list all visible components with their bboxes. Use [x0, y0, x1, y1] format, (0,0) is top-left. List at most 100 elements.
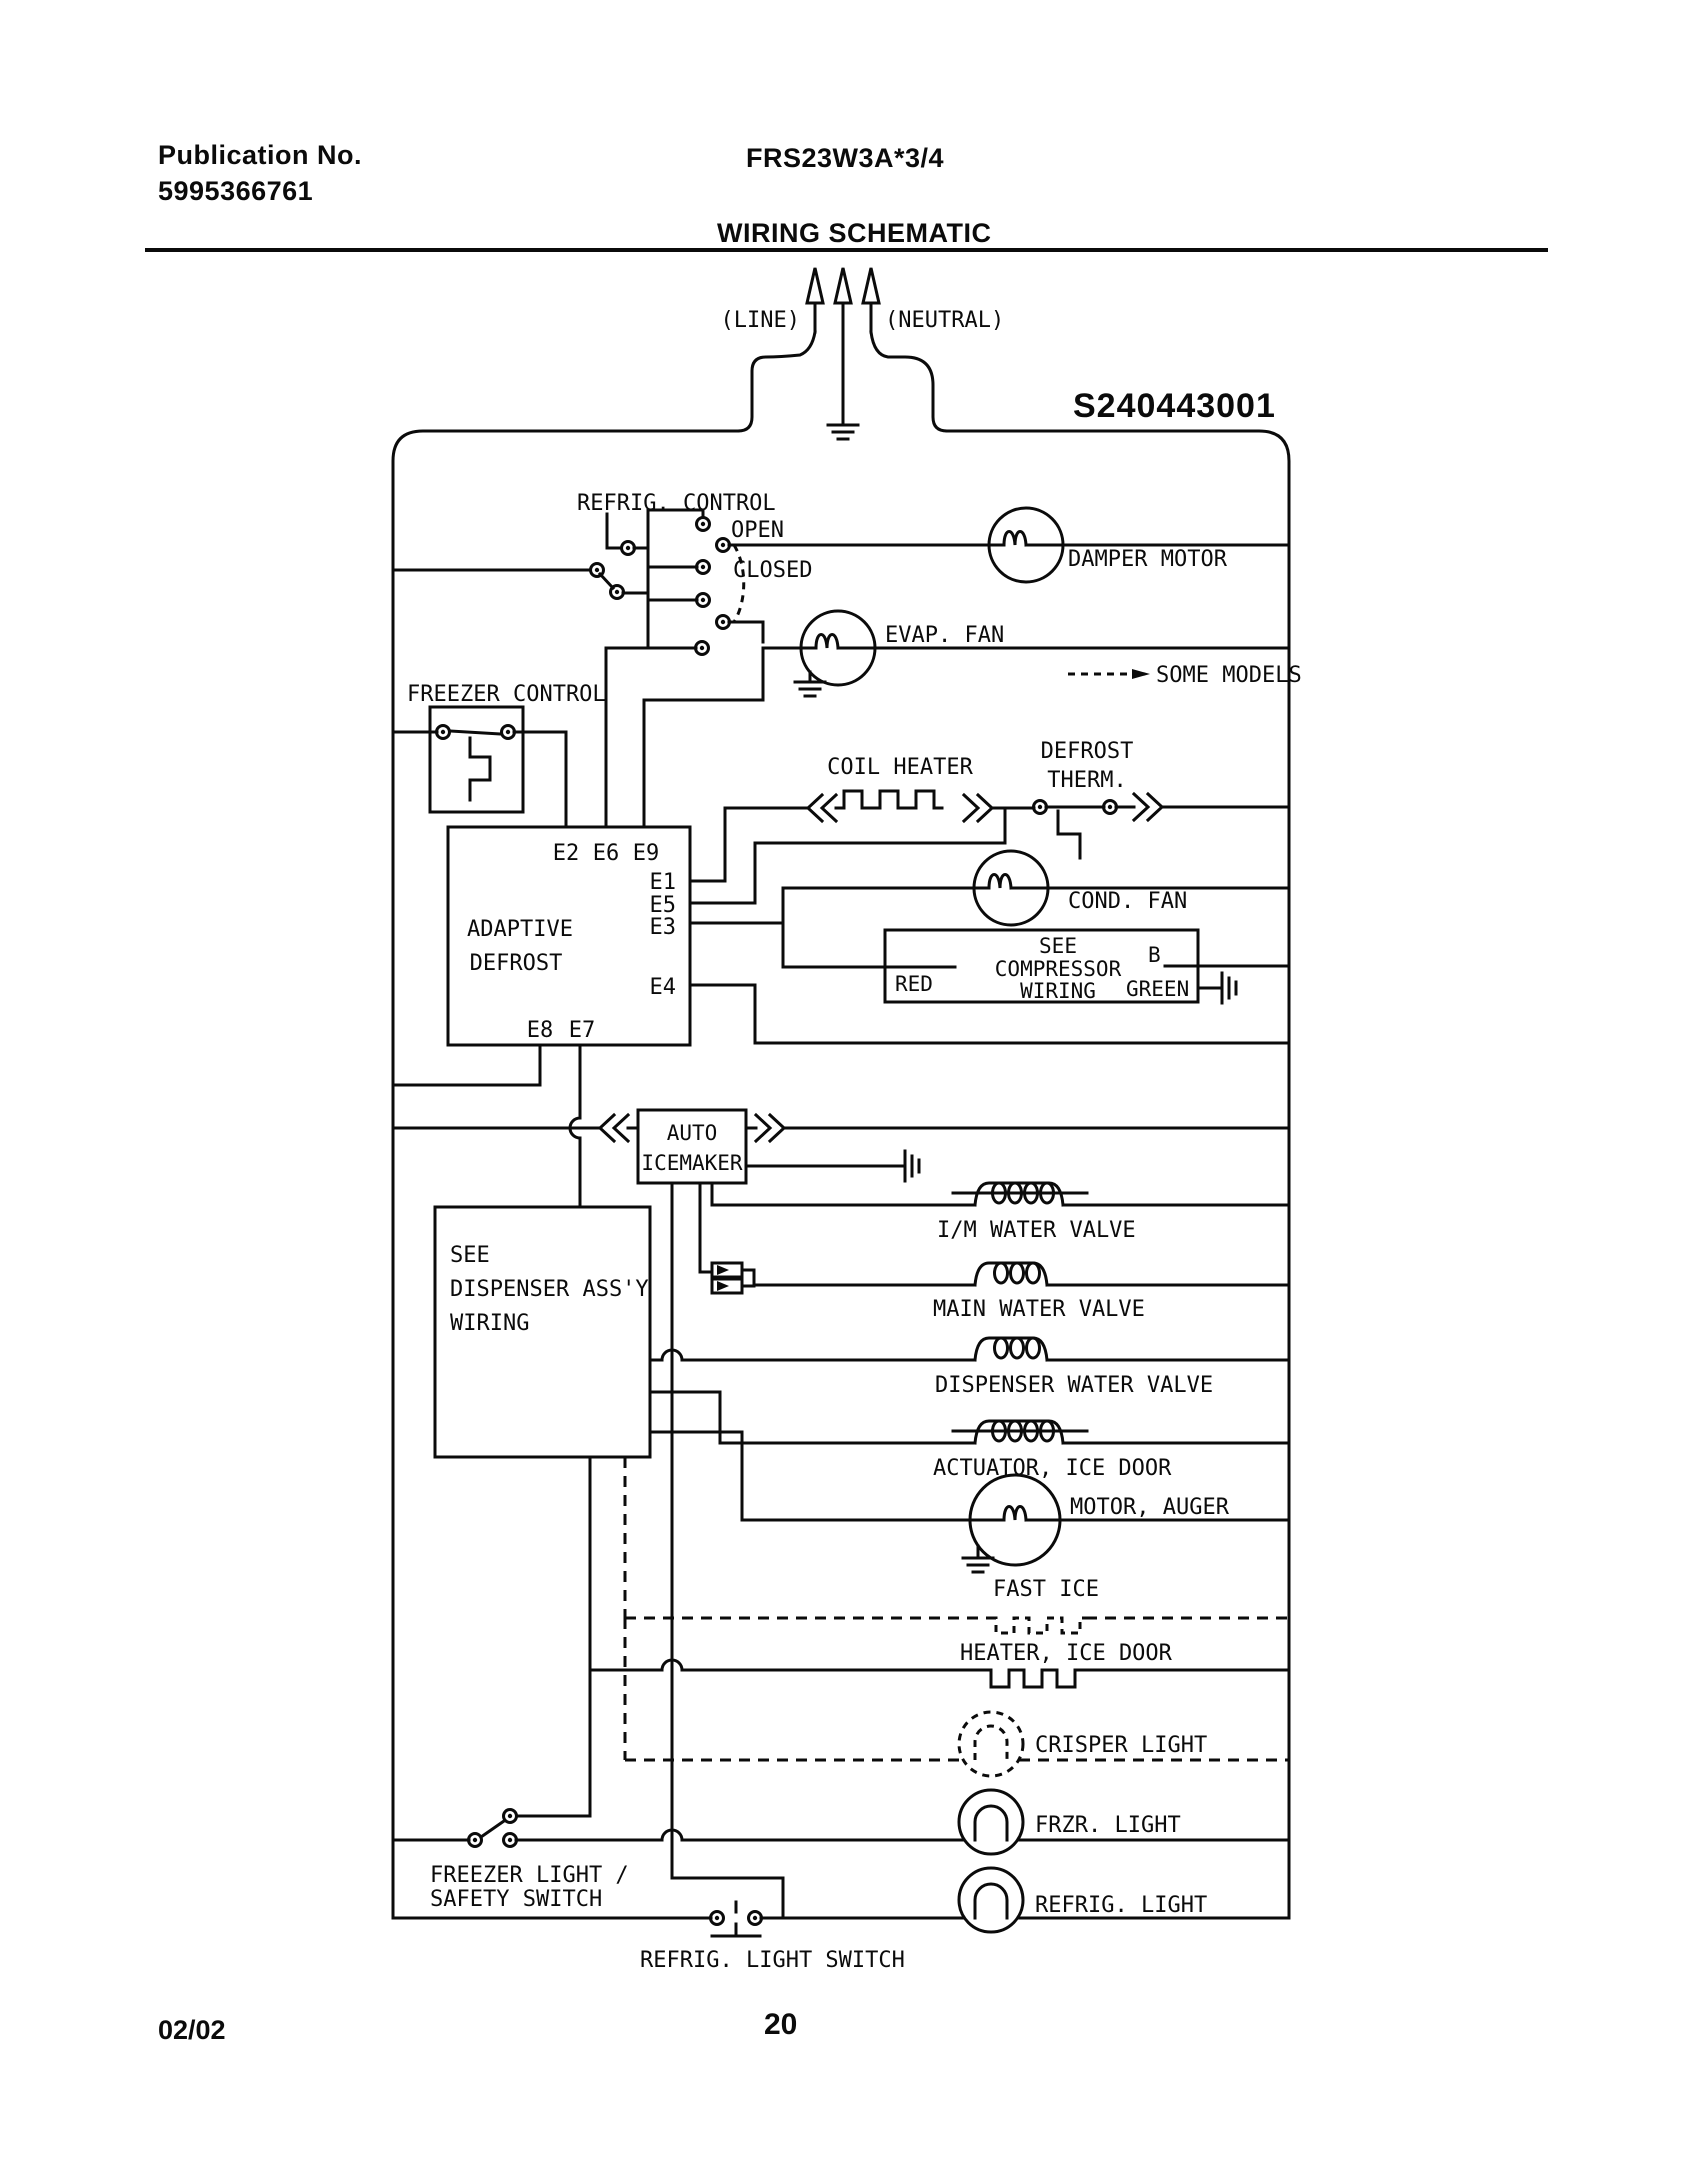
publication-label: Publication No. — [158, 140, 363, 170]
terminal-e3: E3 — [650, 915, 677, 940]
im-water-valve: I/M WATER VALVE — [710, 1181, 1291, 1243]
terminal-e5: E5 — [650, 893, 677, 918]
ground-arrow-icon — [833, 267, 853, 305]
neutral-arrow-icon — [861, 267, 881, 305]
dispvalve-coil-shoulders — [973, 1336, 1049, 1362]
open-contact-link — [646, 508, 705, 519]
dispvalve-coil-icon — [993, 1336, 1041, 1360]
refrig-light: REFRIG. LIGHT — [759, 1866, 1207, 1934]
connector-chevrons-left-icon — [805, 792, 839, 824]
actuator-label: ACTUATOR, ICE DOOR — [933, 1456, 1172, 1481]
fast-ice-label: FAST ICE — [993, 1577, 1099, 1602]
green-ground-icon — [1220, 971, 1238, 1005]
defrost-circuit: COIL HEATER DEFROST THERM. — [688, 739, 1291, 905]
motor-auger-label: MOTOR, AUGER — [1070, 1495, 1230, 1520]
fastice-resistor-icon — [990, 1616, 1086, 1635]
page-title: WIRING SCHEMATIC — [717, 218, 992, 248]
refrig-lamp-symbol — [957, 1866, 1025, 1934]
model-number: FRS23W3A*3/4 — [746, 143, 945, 173]
compressor: SEE COMPRESSOR WIRING RED B GREEN — [688, 921, 1291, 1045]
im-feed-wire — [710, 1181, 977, 1207]
safety-switch-label-2: SAFETY SWITCH — [430, 1887, 602, 1912]
heater-row-left — [588, 1658, 987, 1672]
line-feed-wire — [736, 330, 817, 433]
cond-fan-label: COND. FAN — [1068, 889, 1187, 914]
auger-coil-icon — [968, 1505, 1062, 1522]
crisper-light: CRISPER LIGHT — [623, 1618, 1289, 1778]
defrost-therm-label-2: THERM. — [1047, 768, 1126, 793]
e1-to-heater-wire — [688, 806, 808, 883]
line-label: (LINE) — [721, 308, 800, 333]
outer-frame — [391, 429, 1291, 1920]
line-arrow-icon — [805, 267, 825, 305]
cond-fan: COND. FAN — [688, 849, 1291, 927]
neutral-label: (NEUTRAL) — [885, 308, 1004, 333]
auto-icemaker: AUTO ICEMAKER — [391, 1108, 1291, 1185]
dispenser-water-valve: DISPENSER WATER VALVE — [648, 1336, 1291, 1398]
e3-to-compressor-wire — [781, 921, 957, 969]
freezer-control-box — [428, 705, 525, 814]
dispenser-label-2: DISPENSER ASS'Y — [450, 1277, 649, 1302]
open-label: OPEN — [731, 518, 784, 543]
auger-feed-wire — [648, 1430, 972, 1522]
dispvalve-feed-wire — [648, 1348, 977, 1362]
dispenser-label-1: SEE — [450, 1243, 490, 1268]
refrig-light-switch-label: REFRIG. LIGHT SWITCH — [640, 1948, 905, 1973]
refrig-control-stem — [605, 512, 622, 550]
green-label: GREEN — [1126, 977, 1189, 1001]
closed-label: CLOSED — [733, 558, 812, 583]
switch-plunger-bar — [710, 1922, 762, 1938]
auger-ground-icon — [961, 1556, 995, 1574]
icemaker-ground-icon — [903, 1149, 921, 1183]
defrost-therm-label-1: DEFROST — [1041, 739, 1134, 764]
e3-to-condfan-wire — [688, 886, 976, 925]
im-water-valve-label: I/M WATER VALVE — [937, 1218, 1136, 1243]
switch-blade — [597, 571, 616, 591]
e8-wire — [391, 1043, 542, 1087]
damper-motor-label: DAMPER MOTOR — [1068, 547, 1228, 572]
b-label: B — [1148, 943, 1161, 967]
icemaker-label-2: ICEMAKER — [641, 1151, 743, 1175]
evap-fan: EVAP. FAN — [642, 609, 1291, 829]
terminal-e2: E2 — [553, 841, 580, 866]
safety-upper-wire — [516, 1455, 592, 1818]
dispenser-box — [433, 1205, 652, 1459]
refrig-control: REFRIG. CONTROL OPEN CLOSED — [391, 491, 812, 656]
adaptive-defrost-label-1: ADAPTIVE — [467, 917, 573, 942]
compressor-label-2: COMPRESSOR — [995, 957, 1122, 981]
contact-points — [589, 516, 731, 656]
damper-coil-icon — [987, 530, 1065, 547]
terminal-e4: E4 — [650, 975, 677, 1000]
dispenser-water-valve-label: DISPENSER WATER VALVE — [935, 1373, 1213, 1398]
some-models-legend: SOME MODELS — [1068, 663, 1302, 688]
neutral-feed-wire — [869, 330, 949, 433]
freezer-control: FREEZER CONTROL — [391, 682, 606, 829]
coil-heater-label: COIL HEATER — [827, 755, 973, 780]
evap-ground-icon — [793, 680, 827, 698]
coil-heater-resistor-icon — [834, 789, 944, 810]
footer-page-number: 20 — [764, 2008, 798, 2041]
icemaker-label-1: AUTO — [667, 1121, 718, 1145]
fast-ice: FAST ICE — [623, 1457, 1289, 1635]
refrig-filament-icon — [973, 1882, 1009, 1920]
frzr-light-label: FRZR. LIGHT — [1035, 1813, 1181, 1838]
freezer-therm-zigzag — [468, 736, 492, 802]
evap-fan-label: EVAP. FAN — [885, 623, 1004, 648]
actuator-feed-wire — [648, 1390, 977, 1445]
cond-fan-coil-icon — [972, 873, 1050, 890]
power-entry: (LINE) (NEUTRAL) — [721, 267, 1004, 441]
publication-number: 5995366761 — [158, 176, 314, 206]
e7-wire — [568, 1043, 582, 1209]
damper-motor: DAMPER MOTOR — [727, 506, 1291, 584]
therm-jog — [1056, 809, 1082, 860]
e5-wire — [688, 806, 1007, 905]
connector-chevrons-right-icon — [961, 792, 995, 824]
frzr-light: FRZR. LIGHT — [514, 1788, 1291, 1856]
safety-switch-blade — [478, 1818, 507, 1840]
footer-date: 02/02 — [158, 2015, 226, 2045]
icemaker-chevrons-right-icon — [753, 1112, 787, 1144]
adaptive-defrost: E2 E6 E9 ADAPTIVE DEFROST E1 E5 E3 E4 E8… — [446, 646, 692, 1047]
terminal-e7: E7 — [569, 1018, 596, 1043]
refrig-control-label: REFRIG. CONTROL — [577, 491, 776, 516]
